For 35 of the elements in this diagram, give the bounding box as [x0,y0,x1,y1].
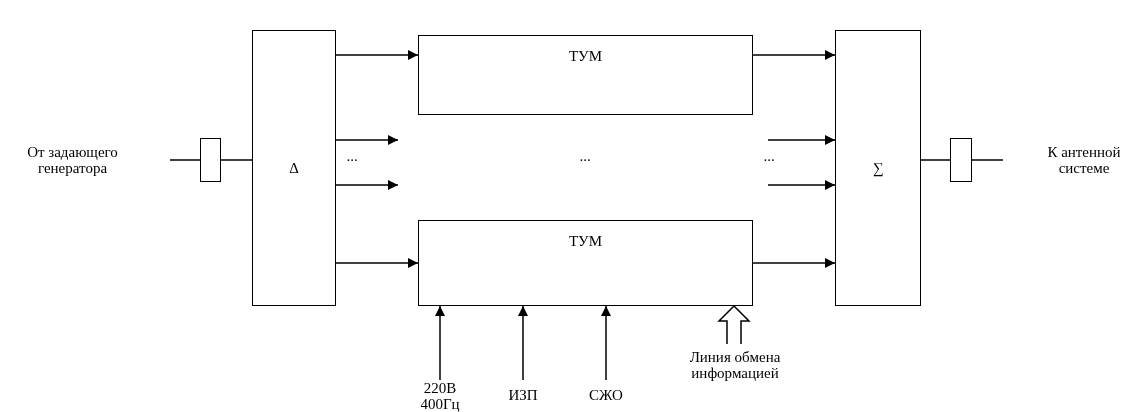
connector-box [200,138,221,182]
arrow [518,305,528,381]
combiner-block [835,30,921,306]
power-label: 220В 400Гц [419,379,461,412]
connector-line [920,159,951,161]
input-label: ИЗП [508,386,538,404]
amplifier-block [418,220,753,306]
arrow [335,135,399,145]
connector-line [169,159,201,161]
ellipsis-text: ... [578,148,592,165]
arrow [767,135,836,145]
arrow [335,50,419,60]
connector-line [220,159,253,161]
divider-block [252,30,336,306]
arrow [335,258,419,268]
ellipsis-text: ... [345,148,359,165]
input-label: От задающего генератора [5,135,170,185]
connector-box [950,138,972,182]
block-label: ТУМ [568,48,603,65]
hollow-arrow [717,304,751,345]
arrow [752,258,836,268]
arrow [752,50,836,60]
output-label: К антенной системе [1003,135,1139,185]
input-label: СЖО [589,386,623,404]
block-label: ТУМ [568,233,603,250]
amplifier-block [418,35,753,115]
connector-line [971,159,1004,161]
arrow [601,305,611,381]
arrow [767,180,836,190]
ellipsis-text: ... [762,148,776,165]
block-label: ∑ [872,159,884,177]
data-line-label: Линия обмена информацией [688,348,782,382]
arrow [335,180,399,190]
block-label: Δ [289,159,299,177]
arrow [435,305,445,381]
